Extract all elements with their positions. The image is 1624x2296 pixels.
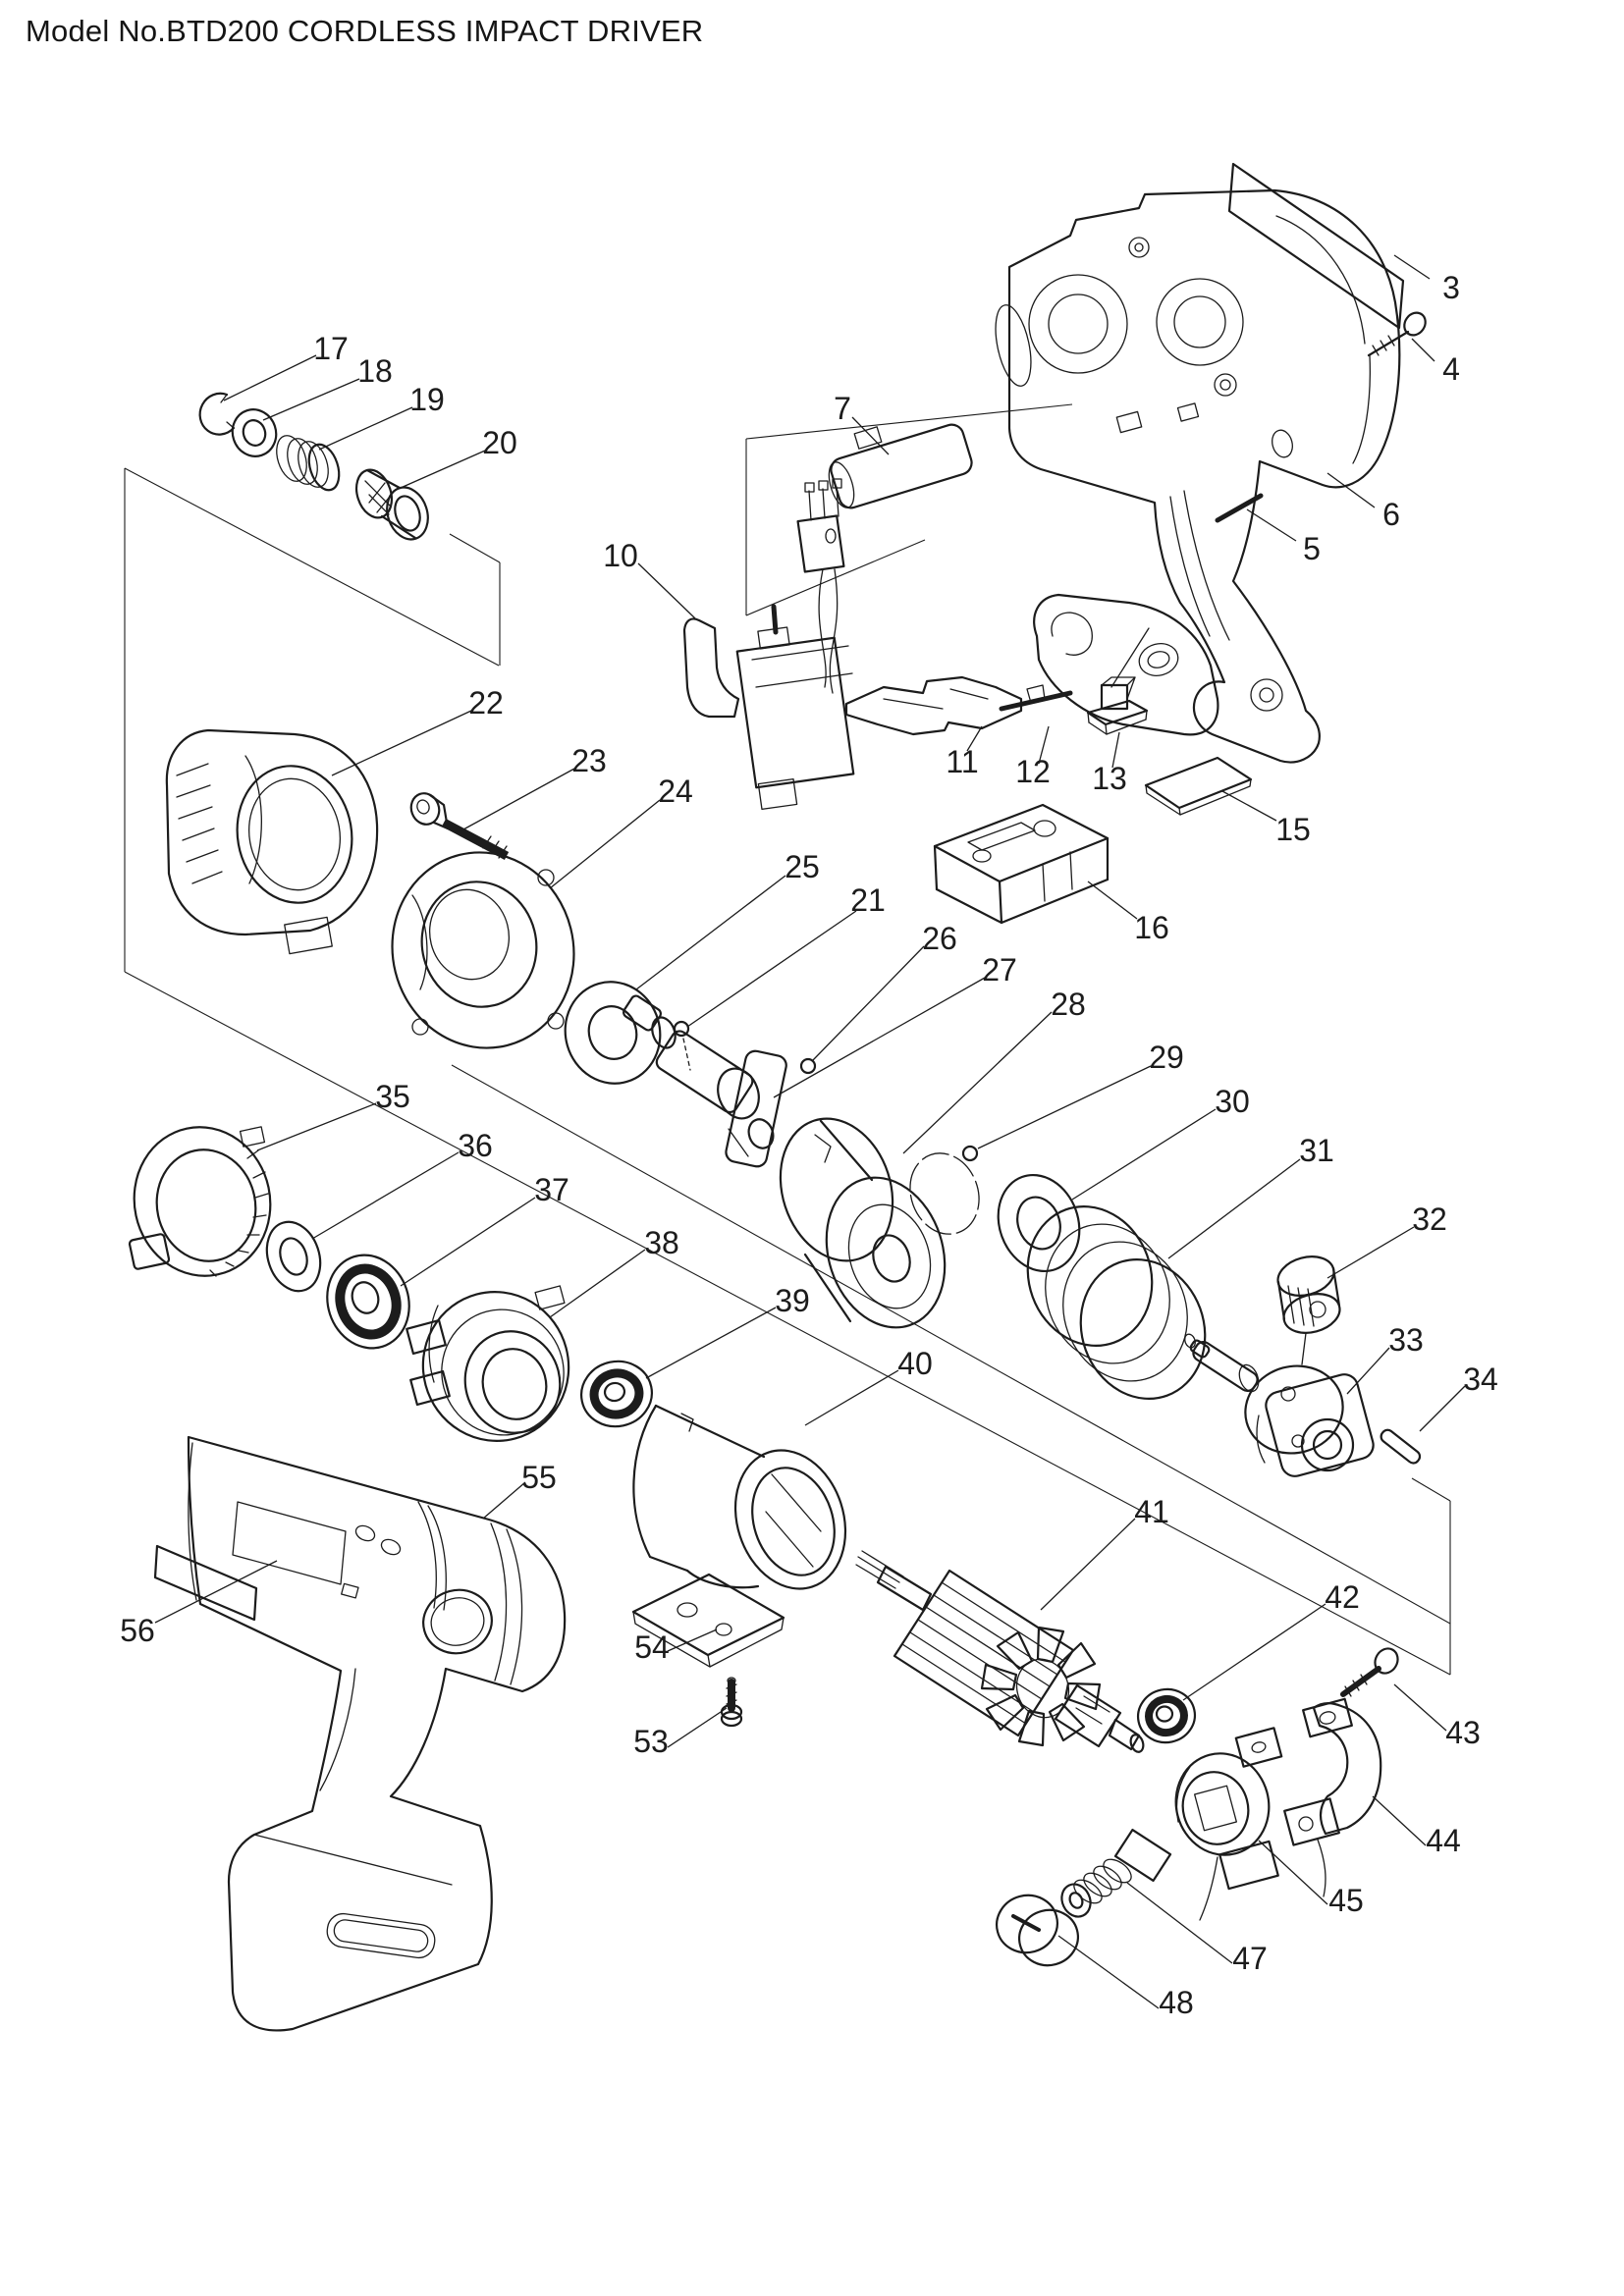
callout-4: 4 bbox=[1442, 351, 1460, 387]
part-36-washer bbox=[265, 1220, 322, 1293]
part-25-washer bbox=[564, 981, 662, 1085]
part-44-brush-holder-right bbox=[1283, 1697, 1382, 1897]
callout-56: 56 bbox=[120, 1613, 155, 1648]
part-17-snap-ring bbox=[198, 392, 236, 436]
part-43-screw bbox=[1340, 1647, 1399, 1697]
callout-15: 15 bbox=[1275, 812, 1311, 847]
part-28-hammer bbox=[779, 1117, 947, 1329]
part-37-ball-bearing bbox=[326, 1254, 410, 1350]
callout-10: 10 bbox=[603, 538, 638, 573]
part-53-screw bbox=[720, 1677, 743, 1728]
callout-17: 17 bbox=[313, 331, 349, 366]
part-31-spring bbox=[1026, 1204, 1207, 1401]
callout-26: 26 bbox=[922, 921, 957, 956]
part-5-pin bbox=[1215, 493, 1264, 523]
callout-23: 23 bbox=[571, 743, 607, 778]
callout-7: 7 bbox=[834, 391, 851, 426]
callout-43: 43 bbox=[1445, 1715, 1481, 1750]
part-18-flat-washer bbox=[231, 408, 278, 457]
callout-5: 5 bbox=[1303, 531, 1321, 566]
part-40-yoke bbox=[632, 1404, 847, 1590]
part-33-spindle bbox=[1184, 1333, 1375, 1477]
part-45-brush-holder-left bbox=[1174, 1727, 1283, 1921]
callout-12: 12 bbox=[1015, 754, 1051, 789]
callout-35: 35 bbox=[375, 1079, 410, 1114]
part-22-hammer-case-cover bbox=[165, 728, 379, 955]
part-32-gear bbox=[1276, 1255, 1341, 1365]
callout-37: 37 bbox=[534, 1172, 569, 1207]
assembly-frame-lines bbox=[124, 403, 1451, 1676]
callout-44: 44 bbox=[1426, 1823, 1461, 1858]
callout-36: 36 bbox=[458, 1128, 493, 1163]
leader-lines bbox=[154, 254, 1466, 2009]
callout-6: 6 bbox=[1382, 497, 1400, 532]
callout-16: 16 bbox=[1134, 910, 1169, 945]
part-11-slide-bar bbox=[844, 675, 1023, 736]
callout-38: 38 bbox=[644, 1225, 679, 1260]
callout-18: 18 bbox=[357, 353, 393, 389]
part-7-lock-lever bbox=[828, 423, 973, 509]
part-55-housing-left bbox=[187, 1435, 567, 2032]
callout-27: 27 bbox=[982, 952, 1017, 988]
callout-47: 47 bbox=[1232, 1941, 1268, 1976]
callout-25: 25 bbox=[785, 849, 820, 884]
part-38-bearing-box bbox=[406, 1285, 570, 1442]
part-20-sleeve bbox=[354, 468, 429, 541]
part-12-pin-lever bbox=[999, 684, 1073, 712]
callout-54: 54 bbox=[634, 1629, 670, 1665]
part-4-screw bbox=[1367, 311, 1427, 357]
part-3-name-plate bbox=[1227, 162, 1405, 330]
callout-22: 22 bbox=[468, 685, 504, 721]
callout-29: 29 bbox=[1149, 1040, 1184, 1075]
callout-42: 42 bbox=[1325, 1579, 1360, 1615]
part-42-ball-bearing bbox=[1136, 1687, 1197, 1744]
part-29-steel-ball bbox=[909, 1145, 980, 1235]
callout-40: 40 bbox=[897, 1346, 933, 1381]
callout-labels: 3 4 5 6 7 10 11 12 13 15 16 17 18 19 20 … bbox=[120, 270, 1498, 2020]
callout-30: 30 bbox=[1215, 1084, 1250, 1119]
part-23-bolt bbox=[409, 792, 510, 860]
callout-3: 3 bbox=[1442, 270, 1460, 305]
callout-33: 33 bbox=[1388, 1322, 1424, 1358]
callout-34: 34 bbox=[1463, 1362, 1498, 1397]
callout-39: 39 bbox=[775, 1283, 810, 1318]
part-13-button bbox=[1086, 627, 1150, 735]
part-24-flange bbox=[391, 851, 575, 1049]
part-48-brush-cap bbox=[996, 1894, 1079, 1967]
callout-32: 32 bbox=[1412, 1201, 1447, 1237]
page-title: Model No.BTD200 CORDLESS IMPACT DRIVER bbox=[26, 14, 704, 48]
callout-24: 24 bbox=[658, 774, 693, 809]
part-6-housing-right bbox=[995, 188, 1401, 764]
part-26-steel-ball bbox=[799, 1057, 817, 1075]
callout-11: 11 bbox=[946, 744, 978, 779]
callout-13: 13 bbox=[1092, 761, 1127, 796]
part-34-pin bbox=[1380, 1428, 1422, 1465]
callout-41: 41 bbox=[1134, 1494, 1169, 1529]
callout-21: 21 bbox=[850, 882, 886, 918]
callout-53: 53 bbox=[633, 1724, 669, 1759]
callout-28: 28 bbox=[1051, 987, 1086, 1022]
callout-19: 19 bbox=[409, 382, 445, 417]
callout-48: 48 bbox=[1159, 1985, 1194, 2020]
part-30-washer bbox=[997, 1173, 1081, 1273]
callout-55: 55 bbox=[521, 1460, 557, 1495]
part-21-steel-ball bbox=[673, 1020, 691, 1071]
callout-45: 45 bbox=[1328, 1883, 1364, 1918]
part-35-ring-gear bbox=[128, 1126, 272, 1277]
part-41-armature bbox=[855, 1550, 1145, 1753]
part-15-sheet bbox=[1144, 756, 1253, 816]
part-19-conical-spring bbox=[276, 435, 341, 492]
part-27-anvil bbox=[623, 994, 787, 1168]
part-54-plate bbox=[631, 1573, 785, 1668]
part-56-name-plate bbox=[153, 1544, 258, 1622]
part-47-carbon-brush bbox=[1060, 1828, 1172, 1918]
part-39-ball-bearing bbox=[580, 1360, 653, 1428]
callout-20: 20 bbox=[482, 425, 517, 460]
part-16-terminal bbox=[933, 803, 1110, 925]
callout-31: 31 bbox=[1299, 1133, 1334, 1168]
part-10-switch bbox=[682, 478, 855, 811]
